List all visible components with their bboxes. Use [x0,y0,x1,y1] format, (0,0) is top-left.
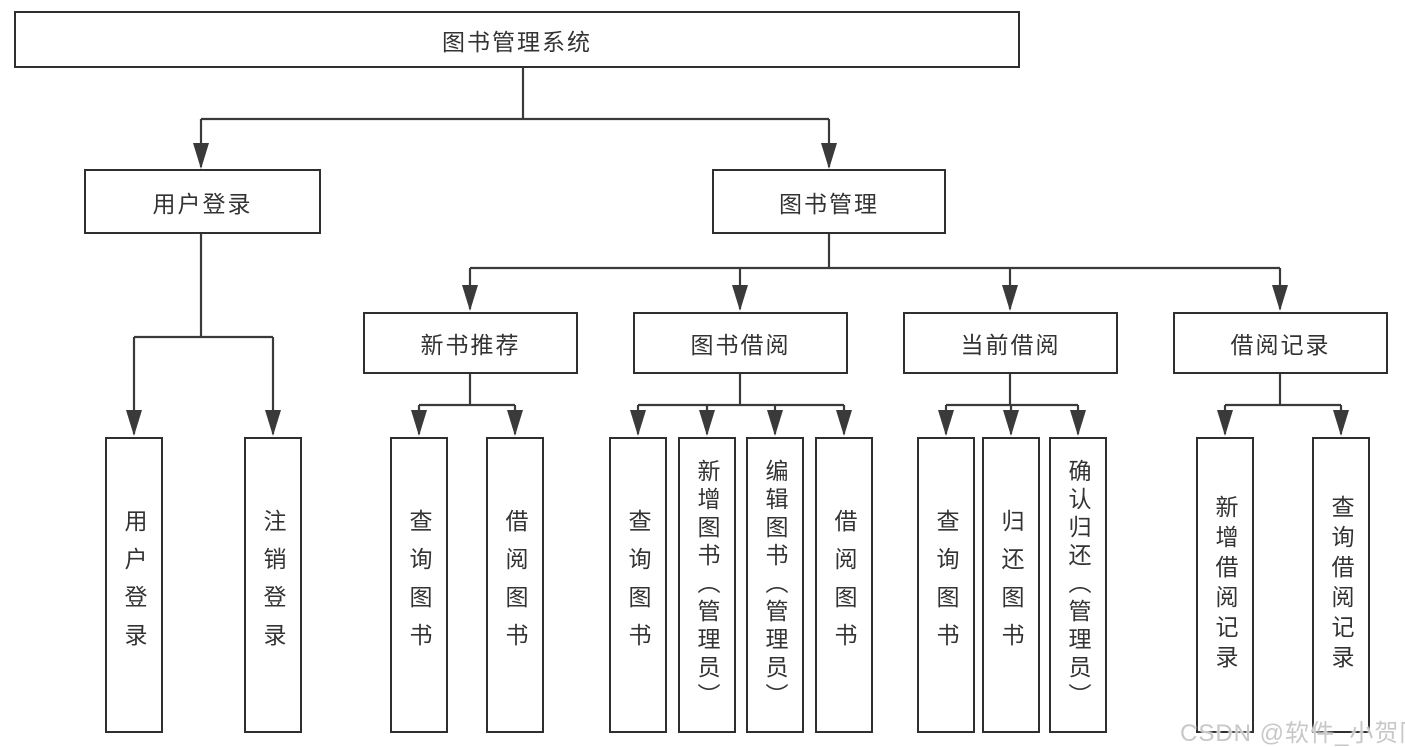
leaf-current-confirm-return-admin: 确认归还（管理员） [1049,437,1107,733]
node-current-borrowing: 当前借阅 [903,312,1118,374]
connector-root-to-level2 [193,67,837,169]
leaf-records-add-record: 新增借阅记录 [1196,437,1254,733]
csdn-watermark: CSDN @软件_小贺同学 [1180,720,1405,747]
leaf-logout: 注销登录 [244,437,302,733]
connector-records-to-leaves [1217,374,1349,436]
node-book-management: 图书管理 [712,169,946,234]
leaf-recommend-borrow-books: 借阅图书 [486,437,544,733]
node-new-book-recommend: 新书推荐 [363,312,578,374]
leaf-borrowing-edit-books-admin: 编辑图书（管理员） [746,437,804,733]
connector-recommend-to-leaves [411,374,523,436]
leaf-current-return-books: 归还图书 [982,437,1040,733]
connector-user-login-to-leaves [126,234,281,436]
node-borrowing-records: 借阅记录 [1173,312,1388,374]
leaf-records-query-record: 查询借阅记录 [1312,437,1370,733]
connector-book-mgmt-to-level3 [462,234,1288,311]
leaf-borrowing-add-books-admin: 新增图书（管理员） [678,437,736,733]
connector-current-to-leaves [938,374,1086,436]
node-library-management-system: 图书管理系统 [14,11,1020,68]
leaf-borrowing-query-books: 查询图书 [609,437,667,733]
leaf-recommend-query-books: 查询图书 [390,437,448,733]
connector-borrowing-to-leaves [630,374,852,436]
node-user-login: 用户登录 [84,169,321,234]
leaf-borrowing-borrow-books: 借阅图书 [815,437,873,733]
leaf-user-login: 用户登录 [105,437,163,733]
leaf-current-query-books: 查询图书 [917,437,975,733]
node-book-borrowing: 图书借阅 [633,312,848,374]
